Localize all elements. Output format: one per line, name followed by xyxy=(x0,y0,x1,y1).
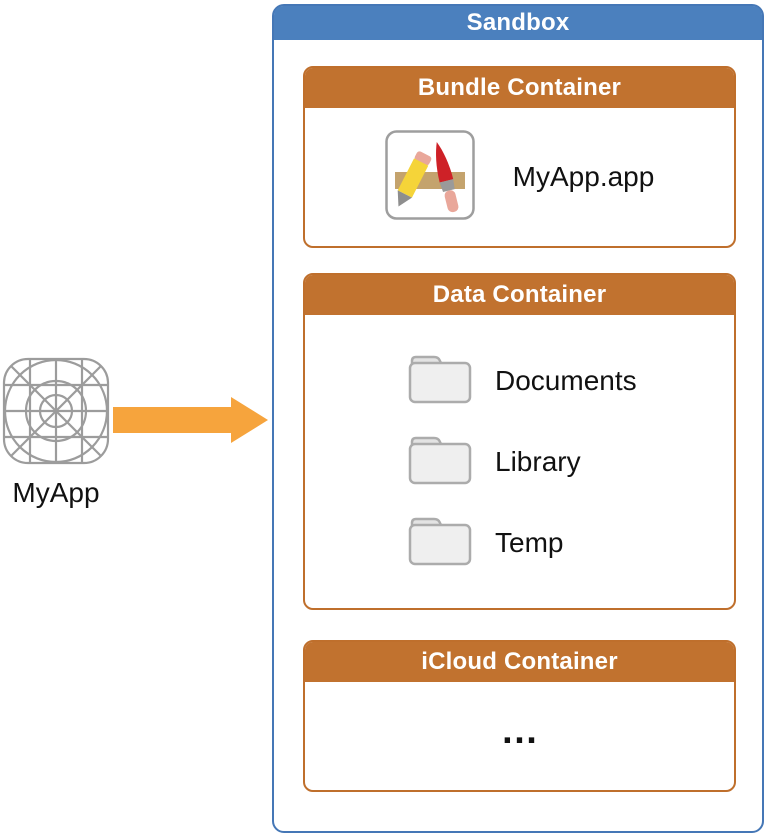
folder-row-library: Library xyxy=(407,433,734,491)
app-label: MyApp xyxy=(12,477,100,508)
sandbox-title: Sandbox xyxy=(274,6,762,40)
folder-row-temp: Temp xyxy=(407,514,734,572)
bundle-container-title: Bundle Container xyxy=(305,68,734,108)
icloud-container: iCloud Container … xyxy=(303,640,736,792)
app-grid-template-icon xyxy=(2,357,110,470)
data-container: Data Container Documents xyxy=(303,273,736,610)
sandbox-box: Sandbox Bundle Container xyxy=(272,4,764,833)
folder-icon xyxy=(407,514,473,572)
arrow-right-icon xyxy=(113,397,268,448)
icloud-container-body: … xyxy=(305,682,734,790)
bundle-container-body: MyApp.app xyxy=(305,108,734,246)
bundle-container: Bundle Container xyxy=(303,66,736,248)
bundle-item-label: MyApp.app xyxy=(512,161,655,192)
folder-label: Temp xyxy=(495,526,564,558)
folder-icon xyxy=(407,433,473,491)
folder-label: Documents xyxy=(495,364,637,396)
data-container-title: Data Container xyxy=(305,275,734,315)
folder-label: Library xyxy=(495,445,581,477)
app-store-icon xyxy=(384,129,475,225)
folder-row-documents: Documents xyxy=(407,352,734,410)
icloud-container-title: iCloud Container xyxy=(305,642,734,682)
data-container-body: Documents Library xyxy=(305,315,734,608)
folder-icon xyxy=(407,352,473,410)
icloud-ellipsis: … xyxy=(500,710,539,752)
